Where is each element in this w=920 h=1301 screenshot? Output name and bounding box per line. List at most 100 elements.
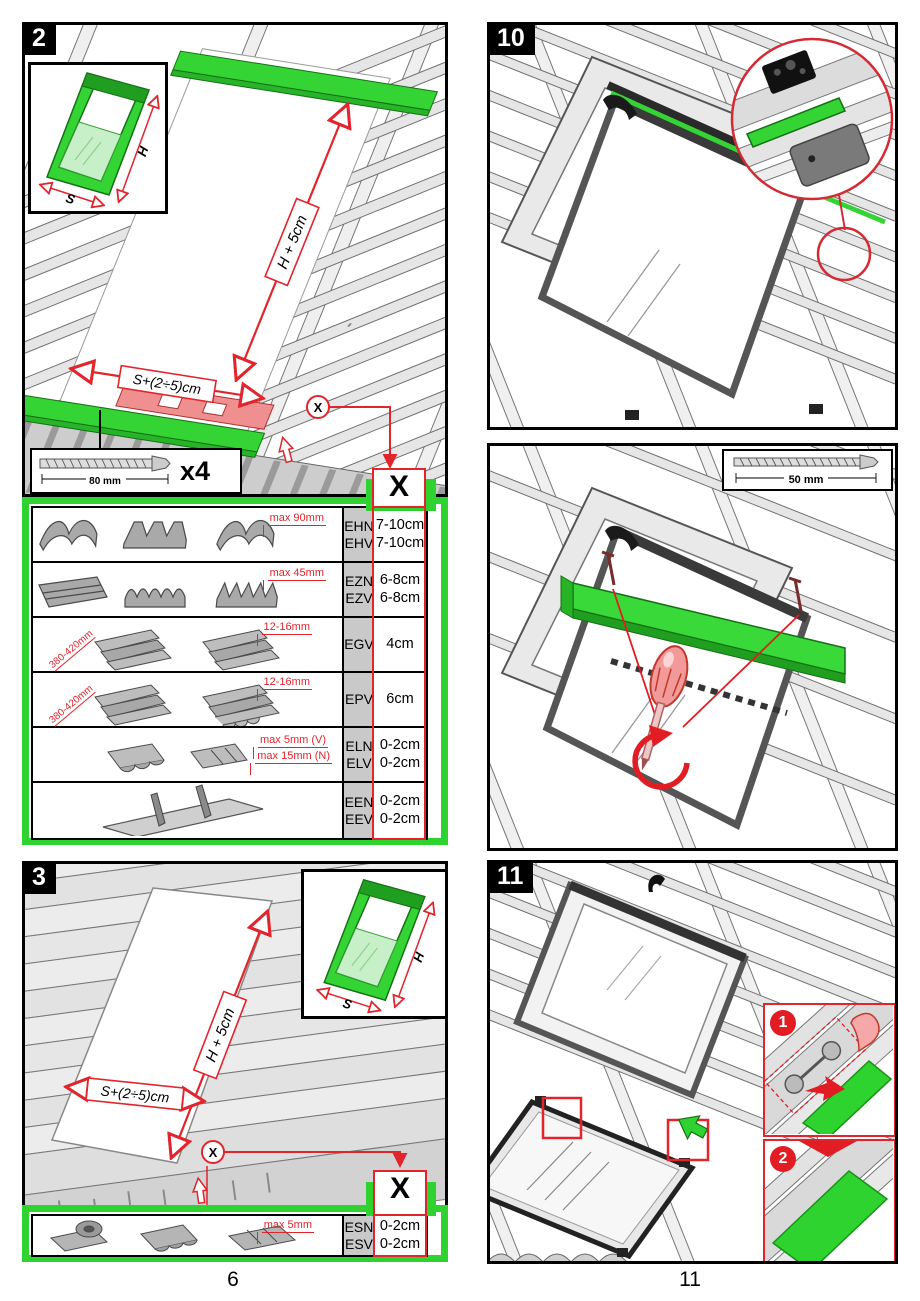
- screwdriver: [632, 645, 690, 790]
- x-header-bg: [373, 1170, 427, 1214]
- standing-seam-icon: [102, 784, 264, 838]
- panel2-badge: 2: [25, 25, 56, 55]
- code: EZN: [345, 572, 373, 589]
- tile-course: [490, 1253, 627, 1261]
- right-page-number: 11: [679, 1268, 701, 1291]
- limit-label: max 15mm (N): [250, 750, 332, 776]
- window-handle: [605, 525, 639, 551]
- screw-count-label: x4: [180, 455, 211, 486]
- rotation-arrow: [632, 732, 690, 790]
- green-membrane: [801, 1060, 893, 1135]
- x-column-header: X: [389, 1172, 410, 1205]
- screw-length-label: 80 mm: [89, 476, 121, 487]
- table-row: max 5mm ESN ESV 0-2cm 0-2cm: [33, 1216, 426, 1255]
- x-header-separator: [372, 506, 426, 508]
- screwing-illustration: [490, 446, 895, 848]
- green-batten-bottom: [25, 394, 265, 457]
- hand-icon: [850, 1012, 880, 1053]
- screw-box-50mm: 50 mm: [722, 449, 893, 491]
- flat-roof-table: max 5mm ESN ESV 0-2cm 0-2cm: [31, 1214, 428, 1257]
- table-row: EEN EEV 0-2cm 0-2cm: [33, 783, 426, 838]
- panel2-inset: H S: [28, 62, 168, 214]
- table-row: 12-16mm 380-420mm EPV 6cm: [33, 673, 426, 730]
- tile-table: max 90mm EHN EHV 7-10cm 7-10cm: [31, 506, 428, 840]
- x-marker-circle: [201, 1140, 225, 1164]
- window-thumbnail: H S: [304, 878, 445, 1016]
- table-row: max 45mm EZN EZV 6-8cm 6-8cm: [33, 563, 426, 618]
- code: EPV: [344, 691, 373, 708]
- tile-profile-icons-high: [39, 519, 275, 552]
- panel3-fitting-table: max 5mm ESN ESV 0-2cm 0-2cm X: [22, 1170, 448, 1262]
- detail-zoom-circle: [730, 37, 894, 282]
- limit-label: max 5mm (V): [253, 734, 328, 760]
- code: EHN: [344, 517, 374, 534]
- panel11-badge: 11: [490, 863, 534, 893]
- panel-screwing: 50 mm: [487, 443, 898, 851]
- code: EEV: [344, 810, 373, 827]
- panel2-fitting-table: max 90mm EHN EHV 7-10cm 7-10cm: [22, 468, 448, 845]
- x-marker-circle: [306, 395, 330, 419]
- code: EEN: [344, 793, 374, 810]
- screw-50mm-icon: 50 mm: [733, 454, 879, 486]
- value: 0-2cm: [379, 737, 421, 754]
- window-thumbnail: H S: [31, 72, 165, 211]
- table-row: max 90mm EHN EHV 7-10cm 7-10cm: [33, 508, 426, 563]
- tile-profile-icons-medium: [38, 576, 278, 608]
- value: 7-10cm: [375, 534, 425, 551]
- panel-step2: H + 5cm S+(2÷5)cm X 2: [22, 22, 448, 497]
- value: 6-8cm: [379, 589, 421, 606]
- detail-source-circle: [816, 226, 872, 282]
- flat-material-icons: [49, 1220, 297, 1252]
- code: ESN: [344, 1218, 374, 1235]
- panel2-screw-box: 80 mm x4: [30, 448, 242, 494]
- screws-and-leaders: [601, 550, 803, 728]
- value: 0-2cm: [379, 793, 421, 810]
- limit-label: 12-16mm: [256, 676, 312, 702]
- panel3-badge: 3: [25, 864, 56, 894]
- step-number: 1: [770, 1010, 796, 1036]
- value: 4cm: [386, 635, 414, 652]
- window-handle: [603, 94, 637, 120]
- limit-label: max 5mm: [256, 1219, 314, 1245]
- left-page-number: 6: [227, 1268, 239, 1291]
- inset-height-label: H: [410, 950, 428, 965]
- panel-step10: 10: [487, 22, 898, 430]
- panel3-inset: H S: [301, 869, 445, 1019]
- value: 0-2cm: [379, 810, 421, 827]
- step1-inset: 1: [763, 1003, 895, 1137]
- value: 6-8cm: [379, 572, 421, 589]
- code: ESV: [344, 1235, 373, 1252]
- panel-step3: H + 5cm S+(2÷5)cm X 3: [22, 861, 448, 1262]
- step2-inset: 2: [763, 1139, 895, 1261]
- red-wedge: [799, 1141, 857, 1157]
- highlight-box-left: [541, 1096, 583, 1140]
- table-row: 12-16mm 380-420mm EGV 4cm: [33, 618, 426, 673]
- panel3-illustration: H + 5cm S+(2÷5)cm X: [25, 864, 445, 1259]
- green-arrow: [677, 1115, 709, 1141]
- red-arrow: [805, 1076, 845, 1101]
- green-seal-strip-right: [816, 191, 886, 225]
- code: EHV: [344, 534, 374, 551]
- x-header-bg: [372, 468, 426, 508]
- plain-tile-icons-rounded: [94, 684, 281, 730]
- green-batten-top: [171, 51, 438, 116]
- green-membrane: [771, 1170, 889, 1261]
- code: EZV: [345, 589, 373, 606]
- panel10-badge: 10: [490, 25, 535, 55]
- window-handle: [648, 874, 665, 892]
- dim-width-label: S+(2÷5)cm: [100, 1082, 170, 1105]
- value: 0-2cm: [379, 1235, 421, 1252]
- value: 7-10cm: [375, 517, 425, 534]
- value: 0-2cm: [379, 754, 421, 771]
- green-seal-detail: [745, 97, 847, 148]
- panel10-illustration: [490, 25, 895, 427]
- inset-height-label: H: [134, 144, 152, 159]
- x-marker-text: X: [314, 400, 323, 415]
- raised-sash: [513, 874, 749, 1099]
- up-arrow-marker: [278, 435, 295, 464]
- screw-length-label: 50 mm: [789, 474, 824, 486]
- code: ELN: [345, 737, 373, 754]
- step1-art: [765, 1005, 894, 1135]
- x-column-header: X: [388, 470, 409, 503]
